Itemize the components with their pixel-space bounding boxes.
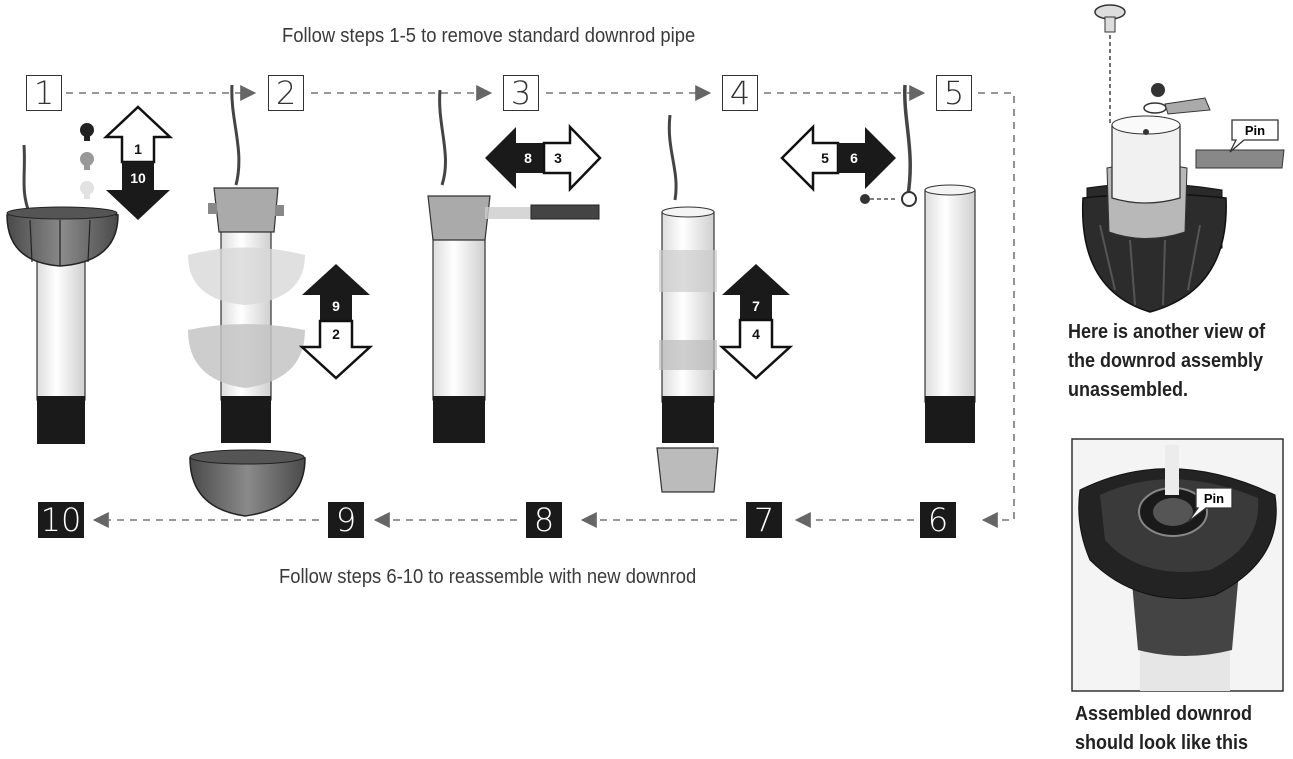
side-text-bottom-line: should look like this xyxy=(1075,732,1249,754)
step3-illustration xyxy=(427,89,600,443)
step4-vertical-arrow: 7 4 xyxy=(718,264,794,380)
pin-label-photo: Pin xyxy=(1204,491,1224,506)
top-flow-line xyxy=(66,85,1015,528)
step2-vertical-arrow: 9 2 xyxy=(298,264,374,380)
step5-illustration xyxy=(860,84,976,443)
step-6-box: 6 xyxy=(920,502,956,538)
step-3-box: 3 xyxy=(503,75,539,111)
side-text-top-line: Here is another view of xyxy=(1068,321,1266,343)
step-8-box: 8 xyxy=(526,502,562,538)
top-caption: Follow steps 1-5 to remove standard down… xyxy=(282,25,696,47)
step-2-box: 2 xyxy=(268,75,304,111)
step-4-box: 4 xyxy=(722,75,758,111)
step1-vertical-arrow: 1 10 xyxy=(102,105,174,220)
assembled-photo: Pin xyxy=(1071,438,1284,692)
step-10-box: 10 xyxy=(38,502,84,538)
screw-icons xyxy=(80,123,94,199)
step4-illustration xyxy=(656,114,719,493)
step1-up-label: 1 xyxy=(134,141,142,157)
step2-down-label: 2 xyxy=(332,326,340,342)
bottom-caption: Follow steps 6-10 to reassemble with new… xyxy=(279,566,697,588)
step1-down-label: 10 xyxy=(130,170,146,186)
step-1-box: 1 xyxy=(26,75,62,111)
step2-illustration xyxy=(188,84,306,517)
step3-left-label: 8 xyxy=(524,150,532,166)
step5-horizontal-arrow: 5 6 xyxy=(780,123,896,193)
step4-down-label: 4 xyxy=(752,326,760,342)
side-text-bottom-line: Assembled downrod xyxy=(1075,703,1253,725)
step-9-box: 9 xyxy=(328,502,364,538)
step1-illustration xyxy=(6,123,119,444)
step2-up-label: 9 xyxy=(332,298,340,314)
side-text-top-line: unassembled. xyxy=(1068,379,1189,401)
step-5-box: 5 xyxy=(936,75,972,111)
pin-label-top: Pin xyxy=(1245,123,1265,138)
step5-left-label: 5 xyxy=(821,150,829,166)
step4-up-label: 7 xyxy=(752,298,760,314)
exploded-view-illustration: Pin xyxy=(1081,4,1285,313)
step3-right-label: 3 xyxy=(554,150,562,166)
step-7-box: 7 xyxy=(746,502,782,538)
step3-horizontal-arrow: 8 3 xyxy=(485,123,602,193)
step5-right-label: 6 xyxy=(850,150,858,166)
side-text-top-line: the downrod assembly xyxy=(1068,350,1264,372)
side-text-top: Here is another view of the downrod asse… xyxy=(1068,318,1265,405)
side-text-bottom: Assembled downrod should look like this xyxy=(1075,700,1252,758)
